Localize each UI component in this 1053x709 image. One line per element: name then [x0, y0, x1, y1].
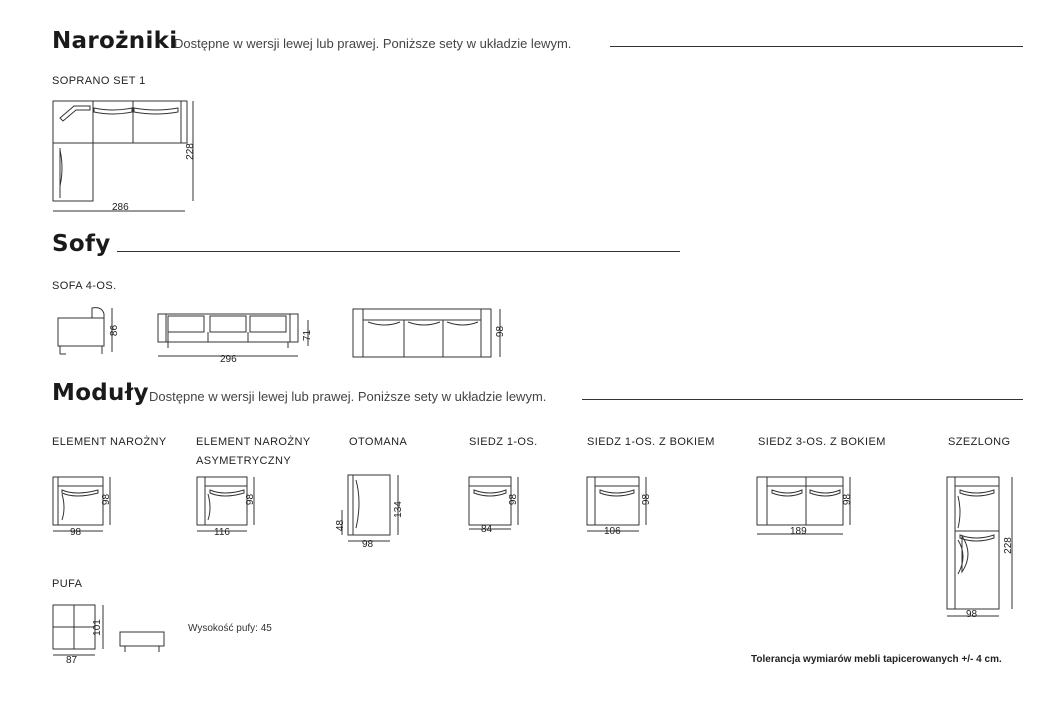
- corner-width-dim: 286: [112, 202, 129, 213]
- module-width-dim: 98: [966, 609, 978, 620]
- tolerance-note: Tolerancja wymiarów mebli tapicerowanych…: [751, 654, 1002, 665]
- module-label: ELEMENT NAROŻNY: [196, 436, 311, 448]
- module-label: ASYMETRYCZNY: [196, 455, 292, 467]
- section-subtitle-narozniki: Dostępne w wersji lewej lub prawej. Poni…: [174, 36, 572, 51]
- module-width-dim: 98: [362, 539, 374, 550]
- module-depth-dim: 98: [641, 493, 653, 506]
- module-width-dim: 98: [70, 527, 82, 538]
- module-depth-dim: 98: [508, 493, 520, 506]
- module-depth-dim: 228: [1002, 537, 1014, 554]
- section-title-sofy: Sofy: [52, 231, 111, 257]
- sofa-side-height-dim: 86: [109, 324, 121, 337]
- module-width-dim: 84: [481, 524, 493, 535]
- corner-set-label: SOPRANO SET 1: [52, 75, 146, 87]
- module-label: ELEMENT NAROŻNY: [52, 436, 167, 448]
- module-width-dim: 106: [604, 526, 621, 537]
- module-depth-dim: 98: [842, 493, 854, 506]
- sofa-front-height-dim: 71: [302, 329, 314, 342]
- module-seat-single-drawing: [468, 476, 519, 530]
- sofa-front-view: [157, 313, 309, 357]
- module-depth-dim: 98: [101, 493, 113, 506]
- module-label: SIEDZ 1-OS. Z BOKIEM: [587, 436, 715, 448]
- pufa-top-view: [52, 604, 104, 656]
- pufa-label: PUFA: [52, 578, 83, 590]
- section-subtitle-moduly: Dostępne w wersji lewej lub prawej. Poni…: [149, 389, 547, 404]
- module-label: SZEZLONG: [948, 436, 1011, 448]
- sofa-label: SOFA 4-OS.: [52, 280, 117, 292]
- section-rule: [582, 399, 1023, 400]
- corner-set-drawing: [52, 100, 194, 212]
- sofa-front-width-dim: 296: [220, 354, 237, 365]
- module-seat-single-arm-drawing: [586, 476, 647, 532]
- module-label: OTOMANA: [349, 436, 408, 448]
- module-depth-dim: 98: [245, 493, 257, 506]
- module-extra-dim: 48: [335, 519, 347, 532]
- module-depth-dim: 134: [392, 501, 404, 518]
- sofa-top-depth-dim: 98: [495, 325, 507, 338]
- corner-depth-dim: 228: [184, 143, 196, 160]
- module-chaise-drawing: [946, 476, 1013, 617]
- section-title-moduly: Moduły: [52, 380, 149, 406]
- module-seat-triple-arm-drawing: [756, 476, 851, 535]
- section-rule: [610, 46, 1023, 47]
- module-corner-asym-drawing: [196, 476, 255, 532]
- module-width-dim: 116: [214, 527, 230, 538]
- pufa-height-note: Wysokość pufy: 45: [188, 623, 272, 634]
- module-ottoman-drawing: [341, 474, 399, 542]
- pufa-width-dim: 87: [66, 655, 78, 666]
- pufa-side-view: [119, 631, 165, 652]
- sofa-side-view: [57, 307, 113, 355]
- module-width-dim: 189: [790, 526, 807, 537]
- module-corner-drawing: [52, 476, 111, 532]
- section-rule: [117, 251, 680, 252]
- sofa-top-view: [352, 308, 501, 358]
- section-title-narozniki: Narożniki: [52, 28, 178, 54]
- pufa-depth-dim: 101: [91, 619, 103, 636]
- module-label: SIEDZ 3-OS. Z BOKIEM: [758, 436, 886, 448]
- module-label: SIEDZ 1-OS.: [469, 436, 538, 448]
